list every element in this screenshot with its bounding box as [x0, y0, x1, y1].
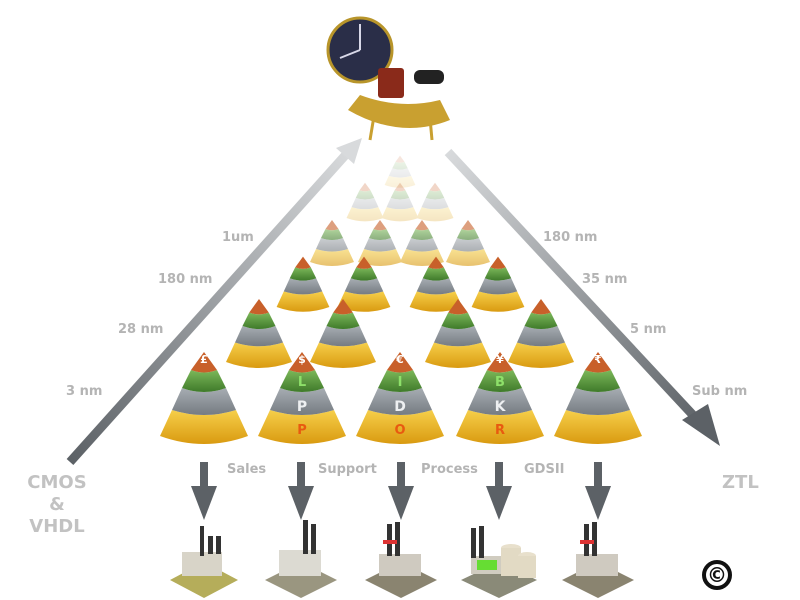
right-axis-label-subnm: Sub nm — [692, 384, 748, 399]
cone-currency-rupee: ₹ — [594, 353, 602, 366]
origin-label: CMOS & VHDL — [22, 472, 92, 538]
cone-letter-gray: D — [394, 399, 406, 415]
cone-letter-green: I — [397, 375, 403, 390]
cone-row-4 — [276, 256, 525, 312]
flow-label-sales: Sales — [227, 462, 267, 477]
time-machine-icon — [326, 16, 450, 141]
cone-letter-gray: K — [494, 399, 506, 415]
cone-row-3 — [310, 220, 490, 266]
right-axis-label-35nm: 35 nm — [582, 272, 628, 287]
cone-letter-green: B — [495, 375, 505, 390]
left-axis-arrow — [66, 138, 362, 466]
copyright-icon: © — [702, 560, 732, 590]
cone-row-faded-2 — [346, 182, 454, 222]
origin-label-amp: & — [49, 494, 65, 515]
cone-currency-pound: £ — [200, 353, 208, 366]
right-axis-label-5nm: 5 nm — [630, 322, 667, 337]
left-axis-label-28nm: 28 nm — [118, 322, 164, 337]
cone-letter-yellow: P — [297, 423, 307, 438]
cone-currency-euro: € — [396, 353, 404, 366]
flow-label-gdsii: GDSII — [524, 462, 565, 477]
cone-letter-yellow: O — [394, 423, 406, 438]
down-arrows — [191, 462, 611, 520]
right-axis-arrow — [444, 148, 720, 446]
cone-currency-dollar: $ — [298, 353, 306, 366]
factory-icons — [170, 520, 634, 598]
cone-letter-green: L — [297, 375, 307, 390]
left-axis-label-1um: 1um — [222, 230, 254, 245]
origin-label-vhdl: VHDL — [29, 516, 85, 537]
flow-label-process: Process — [421, 462, 478, 477]
left-axis-label-3nm: 3 nm — [66, 384, 103, 399]
right-axis-label-180nm: 180 nm — [543, 230, 598, 245]
origin-label-cmos: CMOS — [27, 472, 87, 493]
flow-label-support: Support — [318, 462, 377, 477]
cone-currency-yen: ¥ — [496, 353, 504, 366]
cone-letter-yellow: R — [494, 423, 505, 438]
end-label-ztl: ZTL — [722, 472, 759, 493]
left-axis-label-180nm: 180 nm — [158, 272, 213, 287]
cone-letter-gray: P — [296, 399, 308, 415]
